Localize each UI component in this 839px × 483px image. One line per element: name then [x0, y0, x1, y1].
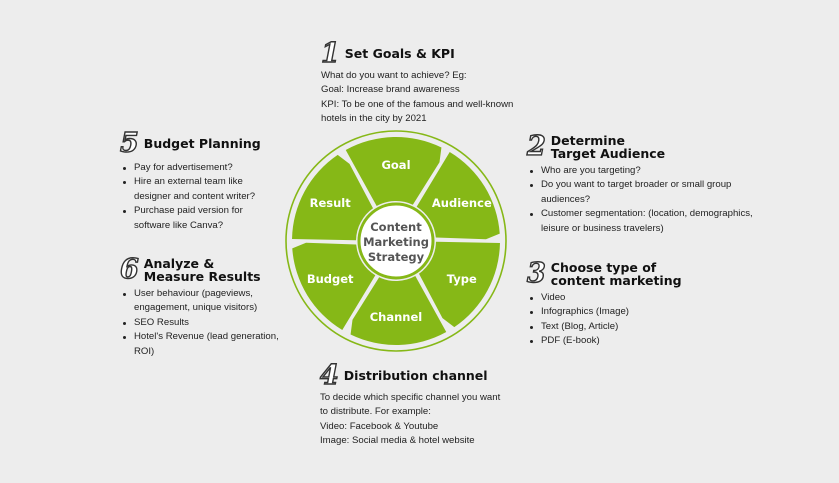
- list-item: SEO Results: [120, 316, 280, 330]
- step-goals-kpi: 1 Set Goals & KPI What do you want to ac…: [320, 38, 513, 127]
- step-number-4: 4: [319, 360, 339, 391]
- step-4-line: to distribute. For example:: [320, 406, 431, 418]
- step-number-3: 3: [526, 258, 546, 289]
- step-2-title: Determine Target Audience: [551, 134, 665, 160]
- step-6-title: Analyze & Measure Results: [144, 257, 261, 283]
- list-item: Do you want to target broader or small g…: [527, 178, 762, 207]
- step-4-line: Image: Social media & hotel website: [320, 435, 475, 447]
- step-2-title-line-2: Target Audience: [550, 145, 666, 161]
- wheel-center-line-3: Strategy: [368, 250, 425, 264]
- step-1-line: Goal: Increase brand awareness: [321, 84, 460, 96]
- step-3-title-line-2: content marketing: [550, 272, 682, 288]
- step-target-audience: 2 Determine Target Audience Who are you …: [526, 131, 762, 236]
- step-1-line: hotels in the city by 2021: [321, 113, 427, 125]
- wheel-segment-label: Audience: [432, 196, 492, 210]
- step-distribution-channel: 4 Distribution channel To decide which s…: [319, 360, 500, 449]
- step-4-title: Distribution channel: [343, 368, 488, 383]
- wheel-segment-label: Type: [447, 272, 477, 286]
- step-budget-planning: 5 Budget Planning Pay for advertisement?…: [119, 128, 275, 233]
- wheel-segment-label: Budget: [307, 272, 354, 286]
- step-4-line: To decide which specific channel you wan…: [320, 392, 501, 403]
- step-4-line: Video: Facebook & Youtube: [320, 420, 439, 432]
- step-5-header: 5 Budget Planning: [119, 128, 275, 159]
- step-analyze-results: 6 Analyze & Measure Results User behavio…: [119, 254, 280, 359]
- step-2-header: 2 Determine Target Audience: [526, 131, 762, 162]
- list-item: Text (Blog, Article): [527, 320, 727, 334]
- wheel-center-line-2: Marketing: [363, 235, 429, 249]
- list-item: Hire an external team like designer and …: [120, 175, 275, 204]
- step-number-2: 2: [526, 131, 546, 162]
- wheel-segment-goal: [345, 137, 442, 206]
- step-number-6: 6: [119, 254, 139, 285]
- wheel-segment-label: Result: [310, 196, 352, 210]
- wheel-segment-label: Channel: [370, 310, 423, 324]
- step-number-5: 5: [119, 128, 139, 159]
- wheel-segment-budget: [292, 242, 376, 331]
- wheel-segment-label: Goal: [381, 158, 410, 172]
- step-4-description: To decide which specific channel you wan…: [320, 391, 500, 449]
- step-5-list: Pay for advertisement? Hire an external …: [120, 161, 275, 233]
- list-item: Hotel's Revenue (lead generation, ROI): [120, 330, 280, 359]
- step-3-list: Video Infographics (Image) Text (Blog, A…: [527, 291, 727, 349]
- wheel-segment-type: [419, 241, 500, 328]
- wheel-outer-ring: [285, 130, 507, 352]
- step-3-title-line-1: Choose type of: [550, 259, 657, 275]
- step-2-list: Who are you targeting? Do you want to ta…: [527, 164, 762, 236]
- step-1-header: 1 Set Goals & KPI: [320, 38, 513, 69]
- step-5-title: Budget Planning: [143, 136, 261, 151]
- list-item: Customer segmentation: (location, demogr…: [527, 207, 762, 236]
- step-1-line: What do you want to achieve? Eg:: [321, 70, 467, 81]
- list-item: User behaviour (pageviews, engagement, u…: [120, 287, 280, 316]
- step-1-description: What do you want to achieve? Eg: Goal: I…: [321, 69, 513, 127]
- step-3-title: Choose type of content marketing: [551, 261, 682, 287]
- step-number-1: 1: [320, 38, 340, 69]
- list-item: Who are you targeting?: [527, 164, 762, 178]
- step-6-title-line-2: Measure Results: [143, 268, 261, 284]
- wheel-segment-channel: [350, 276, 447, 346]
- step-6-title-line-1: Analyze &: [143, 255, 215, 271]
- list-item: Purchase paid version for software like …: [120, 204, 275, 233]
- list-item: Pay for advertisement?: [120, 161, 275, 175]
- wheel-segment-audience: [416, 151, 500, 240]
- list-item: PDF (E-book): [527, 334, 727, 348]
- step-2-title-line-1: Determine: [550, 132, 625, 148]
- step-1-title: Set Goals & KPI: [344, 46, 455, 61]
- step-6-list: User behaviour (pageviews, engagement, u…: [120, 287, 280, 359]
- step-1-line: KPI: To be one of the famous and well-kn…: [321, 98, 514, 110]
- step-4-header: 4 Distribution channel: [319, 360, 500, 391]
- wheel-center-line-1: Content: [370, 220, 422, 234]
- step-6-header: 6 Analyze & Measure Results: [119, 254, 280, 285]
- list-item: Video: [527, 291, 727, 305]
- list-item: Infographics (Image): [527, 305, 727, 319]
- wheel-segment-result: [292, 154, 373, 241]
- step-3-header: 3 Choose type of content marketing: [526, 258, 727, 289]
- step-content-type: 3 Choose type of content marketing Video…: [526, 258, 727, 349]
- wheel-center-circle: [357, 202, 435, 280]
